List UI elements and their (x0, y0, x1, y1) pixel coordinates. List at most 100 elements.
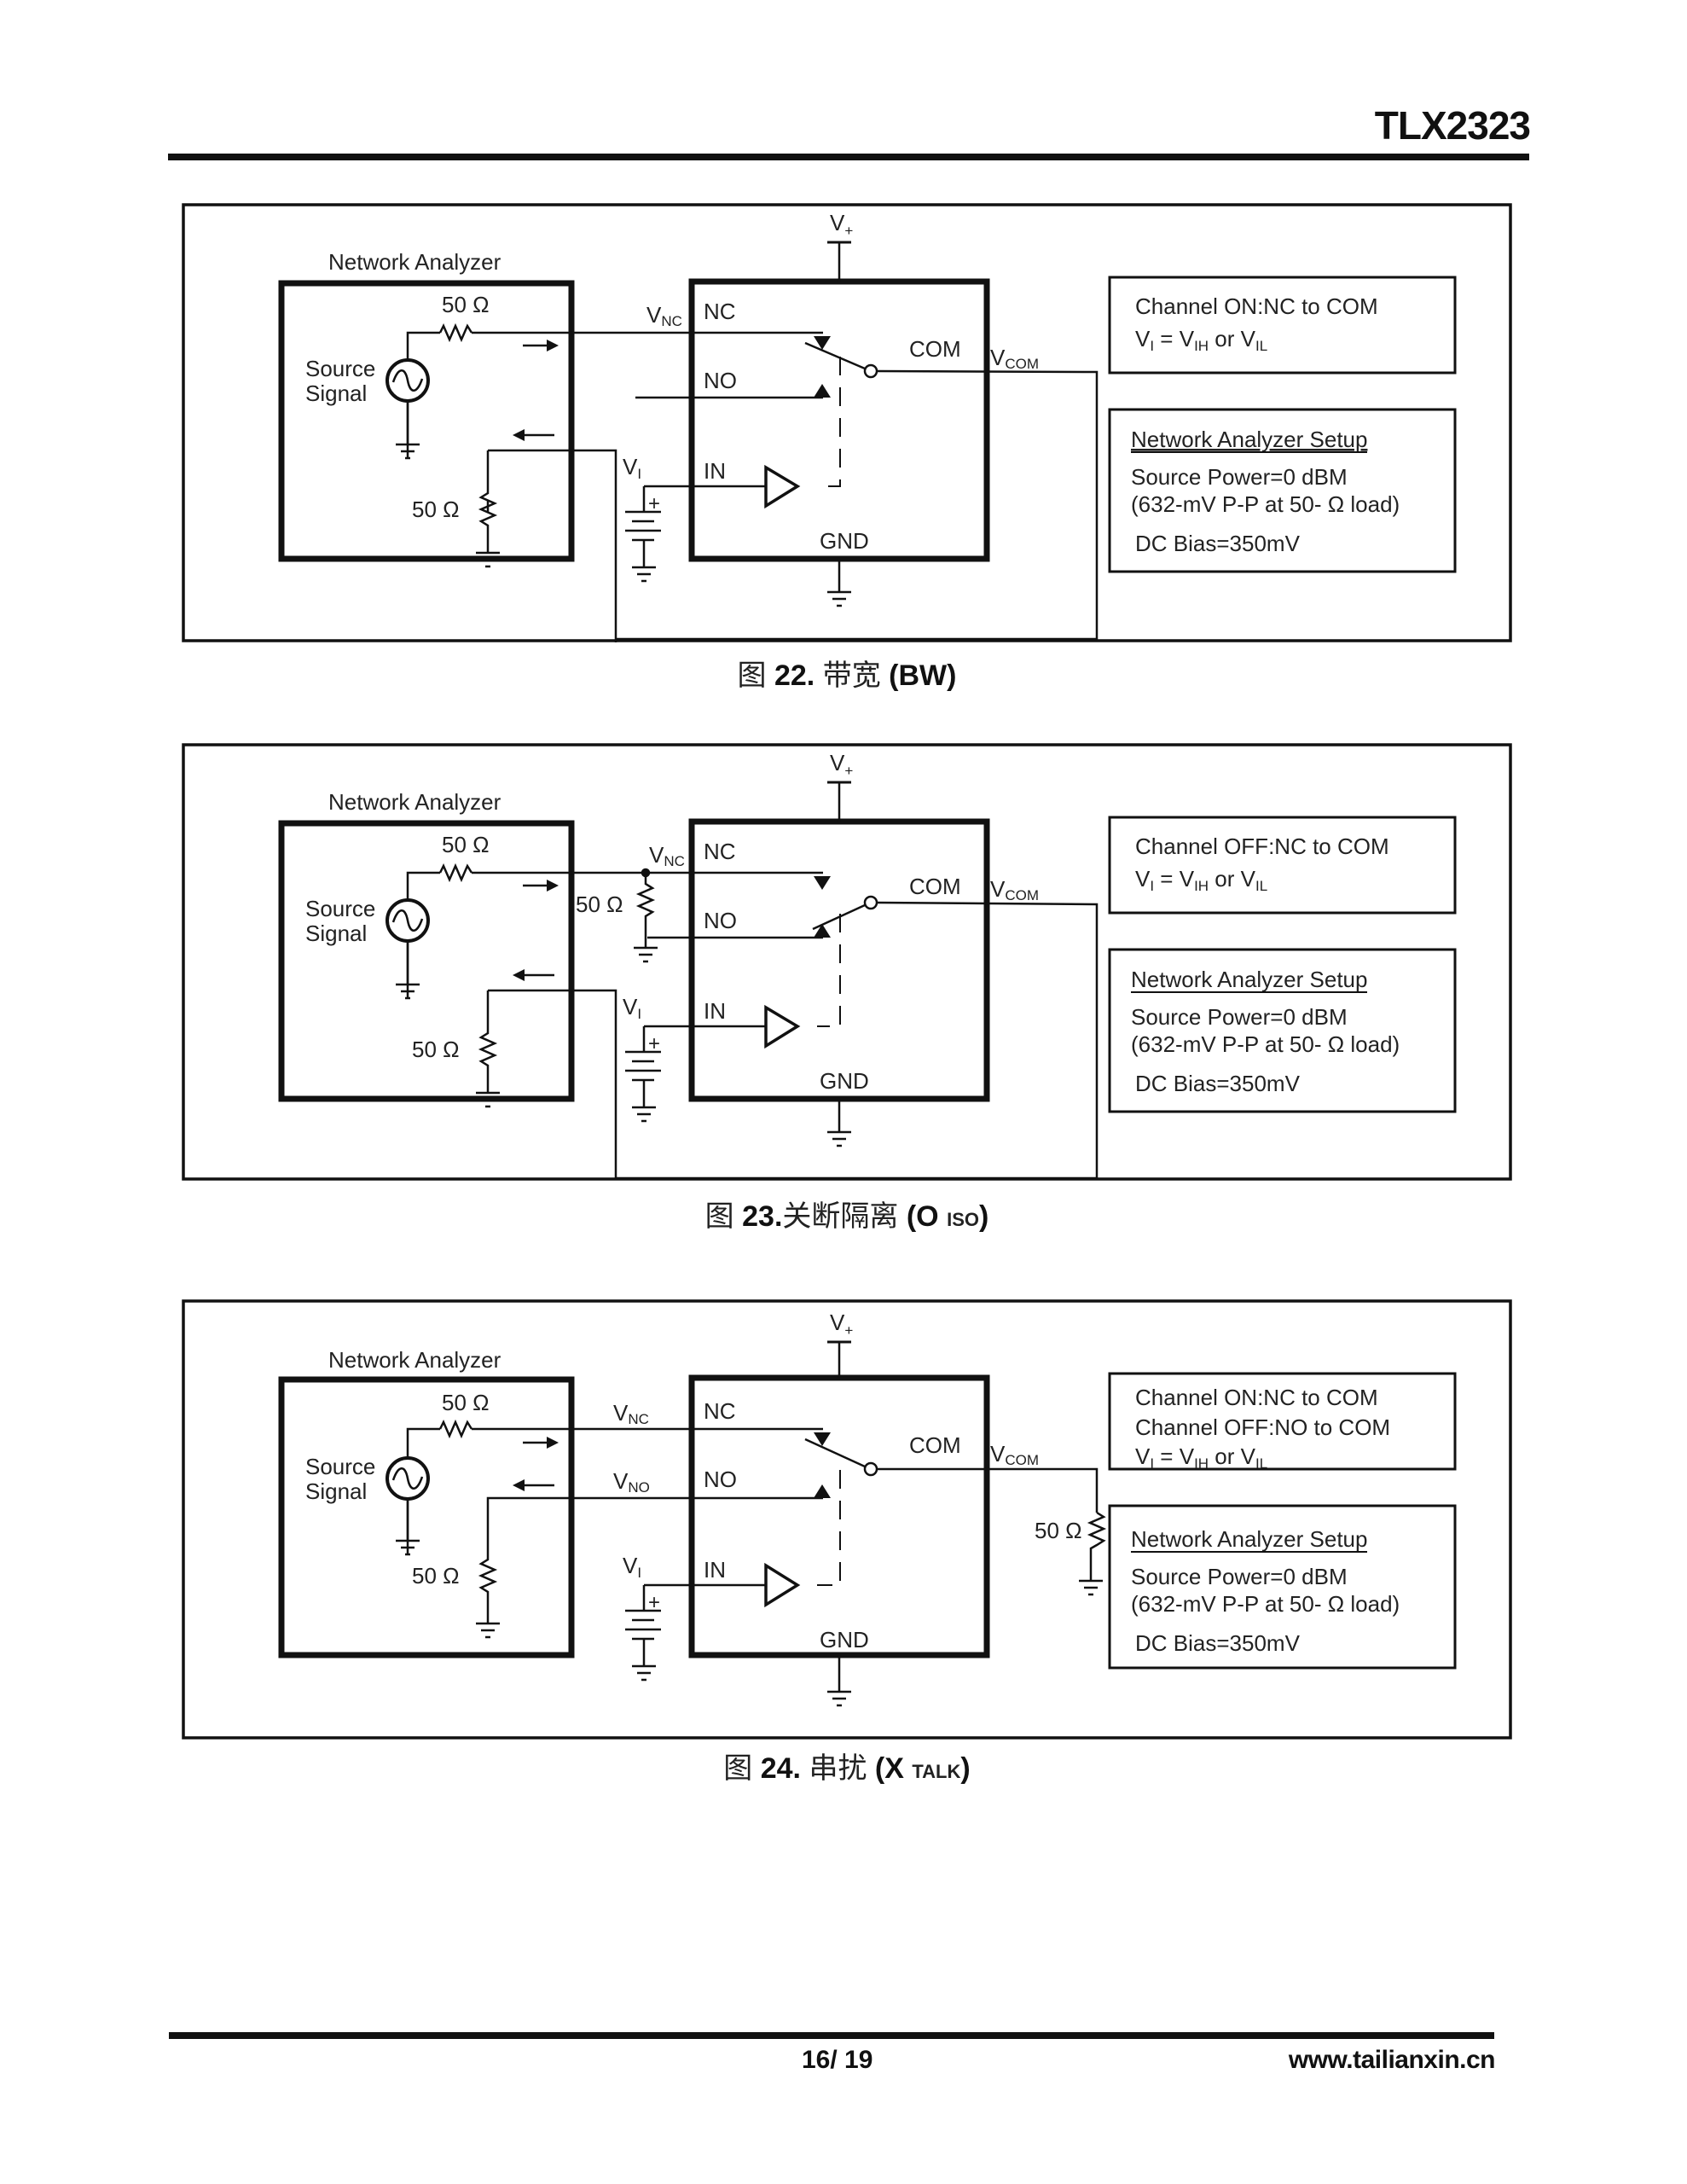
pin-nc-label: NC (704, 1398, 736, 1424)
vnc-label: VNC (613, 1400, 649, 1427)
figure-caption: 图 24. 串扰 (X TALK) (723, 1751, 971, 1786)
channel-info-line: Channel OFF:NC to COM (1135, 834, 1389, 859)
ground-icon (632, 1664, 656, 1682)
source-label-1: Source (305, 1454, 375, 1479)
crosstalk-test-circuit: Network Analyzer 50 Ω Source Signal 50 Ω… (182, 1299, 1512, 1740)
ground-icon (396, 983, 420, 1000)
ground-icon (476, 551, 500, 568)
nc-contact-icon (814, 1432, 831, 1446)
com-wire (877, 1467, 1099, 1513)
setup-info-box (1108, 948, 1457, 1113)
nc-contact-icon (814, 876, 831, 890)
setup-line-2: (632-mV P-P at 50- Ω load) (1131, 1591, 1400, 1617)
ground-icon (634, 946, 658, 963)
source-label-2: Signal (305, 380, 367, 406)
r-load-label: 50 Ω (412, 497, 460, 522)
pin-in-label: IN (704, 998, 726, 1024)
network-analyzer-box (278, 280, 575, 562)
com-return-wire (616, 369, 1099, 641)
r-load-label: 50 Ω (412, 1037, 460, 1062)
source-label-2: Signal (305, 921, 367, 946)
ground-icon (1079, 1579, 1103, 1596)
control-link (817, 1470, 841, 1586)
resistor-50-load (478, 450, 498, 553)
sine-icon (391, 909, 424, 932)
r-load-label: 50 Ω (412, 1563, 460, 1589)
r-source-label: 50 Ω (442, 832, 490, 857)
ground-icon (476, 1622, 500, 1639)
footer-rule (169, 2032, 1494, 2039)
bandwidth-test-circuit: Network Analyzer 50 Ω Source Signal 50 Ω… (182, 203, 1512, 642)
battery-plus-label: + (648, 1032, 660, 1055)
setup-title: Network Analyzer Setup (1131, 1526, 1367, 1552)
ground-icon (827, 1690, 851, 1707)
ground-icon (396, 443, 420, 460)
network-analyzer-label: Network Analyzer (328, 1347, 501, 1373)
figure-22: Network Analyzer 50 Ω Source Signal 50 Ω… (182, 203, 1512, 693)
vi-label: VI (623, 454, 641, 482)
resistor-50-com (1087, 1511, 1107, 1581)
source-label-1: Source (305, 896, 375, 921)
r-shunt-label: 50 Ω (576, 892, 623, 917)
setup-info-box (1108, 408, 1457, 573)
sine-icon (391, 369, 424, 392)
driver-buffer-icon (764, 464, 801, 509)
vno-label: VNO (613, 1468, 650, 1496)
resistor-50-load (478, 990, 498, 1093)
network-analyzer-label: Network Analyzer (328, 789, 501, 815)
pin-nc-label: NC (704, 299, 736, 324)
pin-com-label: COM (909, 336, 961, 362)
pin-gnd-label: GND (820, 1627, 869, 1653)
pin-gnd-label: GND (820, 528, 869, 554)
setup-line-1: Source Power=0 dBM (1131, 1564, 1348, 1589)
switch-blade (812, 903, 866, 931)
vi-equation: VI = VIH or VIL (1135, 326, 1267, 354)
pin-no-label: NO (704, 368, 737, 393)
resistor-50-load (478, 1555, 498, 1623)
ground-icon (632, 566, 656, 583)
setup-line-1: Source Power=0 dBM (1131, 464, 1348, 490)
setup-info-box (1108, 1504, 1457, 1670)
network-analyzer-label: Network Analyzer (328, 249, 501, 275)
pin-com-label: COM (909, 1432, 961, 1458)
r-source-label: 50 Ω (442, 1390, 490, 1415)
network-analyzer-box (278, 1376, 575, 1658)
r-source-label: 50 Ω (442, 292, 490, 317)
setup-title: Network Analyzer Setup (1131, 427, 1367, 452)
battery-icon (625, 510, 661, 567)
pin-in-label: IN (704, 1557, 726, 1583)
com-return-wire (616, 901, 1099, 1180)
vcom-label: VCOM (990, 345, 1039, 372)
footer-url: www.tailianxin.cn (1288, 2046, 1496, 2074)
setup-line-1: Source Power=0 dBM (1131, 1004, 1348, 1030)
com-node (863, 895, 878, 910)
com-node (863, 363, 878, 379)
vnc-label: VNC (649, 842, 685, 869)
channel-info-box (1108, 816, 1457, 915)
vplus-label: V+ (830, 750, 853, 779)
channel-info-line: Channel ON:NC to COM (1135, 293, 1378, 319)
r-com-label: 50 Ω (1035, 1518, 1082, 1543)
resistor-50-shunt (635, 873, 656, 948)
switch-blade (804, 1438, 866, 1468)
vcom-label: VCOM (990, 876, 1039, 903)
driver-buffer-icon (764, 1562, 801, 1608)
resistor-50-source (438, 863, 473, 883)
source-label-2: Signal (305, 1478, 367, 1504)
pin-no-label: NO (704, 908, 737, 933)
no-wire (486, 1496, 823, 1555)
pin-nc-label: NC (704, 839, 736, 864)
pin-no-label: NO (704, 1467, 737, 1492)
vi-equation: VI = VIH or VIL (1135, 866, 1267, 894)
header-rule (168, 154, 1529, 160)
ground-icon (396, 1539, 420, 1556)
page-number: 16/ 19 (802, 2046, 873, 2074)
control-link (817, 357, 841, 487)
vi-label: VI (623, 994, 641, 1022)
resistor-50-source (438, 322, 473, 343)
channel-info-line: Channel ON:NC to COM (1135, 1385, 1378, 1410)
source-label-1: Source (305, 356, 375, 381)
resistor-50-source (438, 1419, 473, 1439)
sine-icon (391, 1467, 424, 1490)
switch-blade (804, 341, 866, 370)
